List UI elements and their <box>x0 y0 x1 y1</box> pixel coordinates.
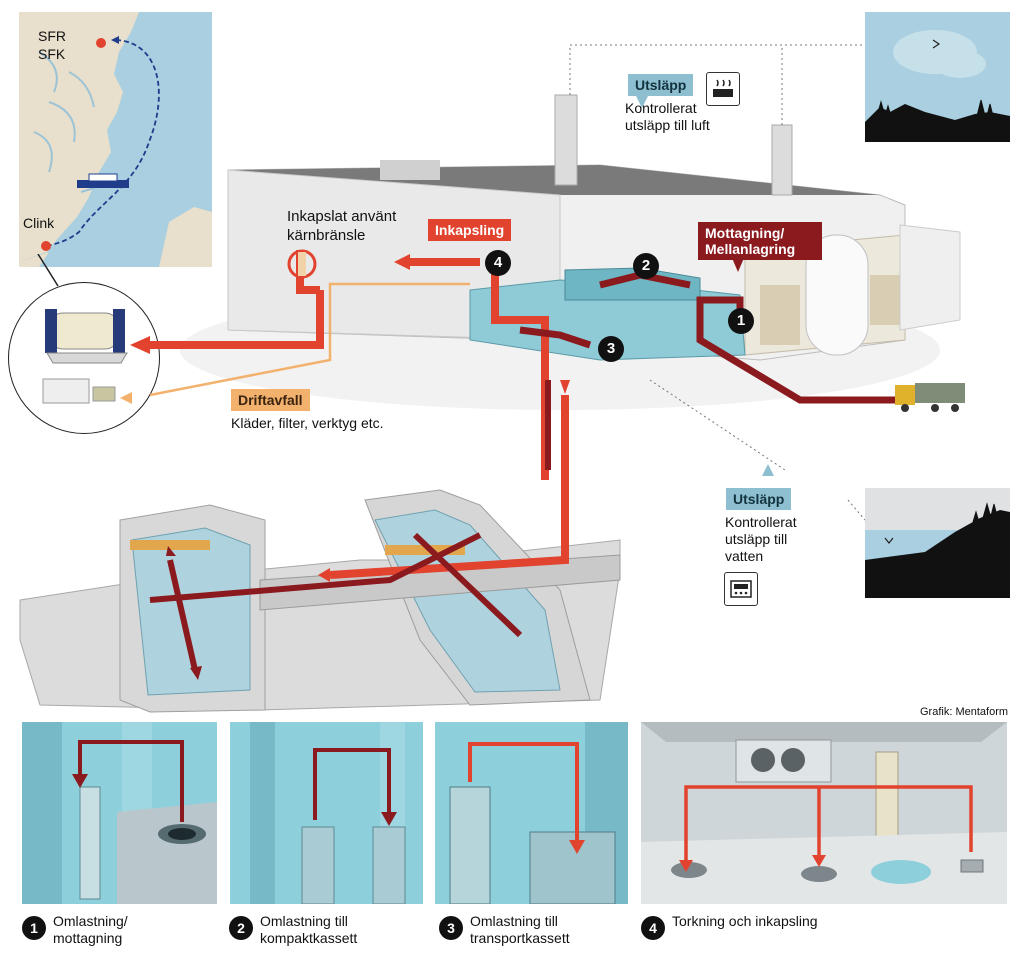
map-label-sfk: SFK <box>38 46 66 62</box>
sky-landscape-panel <box>865 12 1010 142</box>
marker-4: 4 <box>485 250 511 276</box>
reception-tag: Mottagning/ Mellanlagring <box>698 222 822 260</box>
water-meter-icon <box>724 572 758 606</box>
emission-air-tag: Utsläpp <box>628 74 694 96</box>
map-panel: SFR SFK Clink <box>19 12 212 267</box>
step-3-image <box>435 722 628 904</box>
step-1-number: 1 <box>22 916 46 940</box>
step-2-number: 2 <box>229 916 253 940</box>
map-label-clink: Clink <box>23 215 55 231</box>
plant-illustration <box>19 44 965 713</box>
step-3-number: 3 <box>439 916 463 940</box>
step-2-label: Omlastning till kompaktkassett <box>260 913 358 946</box>
marker-2: 2 <box>633 253 659 279</box>
step-1-label: Omlastning/ mottagning <box>53 913 128 946</box>
sweden-coast-map <box>19 12 212 267</box>
step-4-image <box>641 722 1007 904</box>
map-label-sfr: SFR <box>38 28 66 44</box>
magnifier-connector <box>37 254 59 287</box>
water-landscape-panel <box>865 488 1010 598</box>
credit-text: Grafik: Mentaform <box>920 706 1009 718</box>
step-2-image <box>230 722 423 904</box>
emission-air-desc: Kontrollerat utsläpp till luft <box>625 100 710 133</box>
step-1-image <box>22 722 217 904</box>
marker-3: 3 <box>598 336 624 362</box>
emission-water-desc: Kontrollerat utsläpp till vatten <box>725 514 797 564</box>
step-4-label: Torkning och inkapsling <box>672 913 818 929</box>
step-4-number: 4 <box>641 916 665 940</box>
ship-icon <box>77 173 129 188</box>
cask-illustration <box>42 309 128 404</box>
encapsulation-tag: Inkapsling <box>428 219 512 241</box>
encapsulated-fuel-label: Inkapslat använt kärnbränsle <box>287 208 397 244</box>
operational-waste-tag: Driftavfall <box>231 389 310 411</box>
air-filter-icon <box>706 72 740 106</box>
step-3-label: Omlastning till transportkassett <box>470 913 570 946</box>
operational-waste-desc: Kläder, filter, verktyg etc. <box>231 415 384 431</box>
marker-1: 1 <box>728 308 754 334</box>
emission-water-tag: Utsläpp <box>726 488 792 510</box>
magnifier-circle <box>8 282 160 434</box>
truck-icon <box>895 383 965 412</box>
